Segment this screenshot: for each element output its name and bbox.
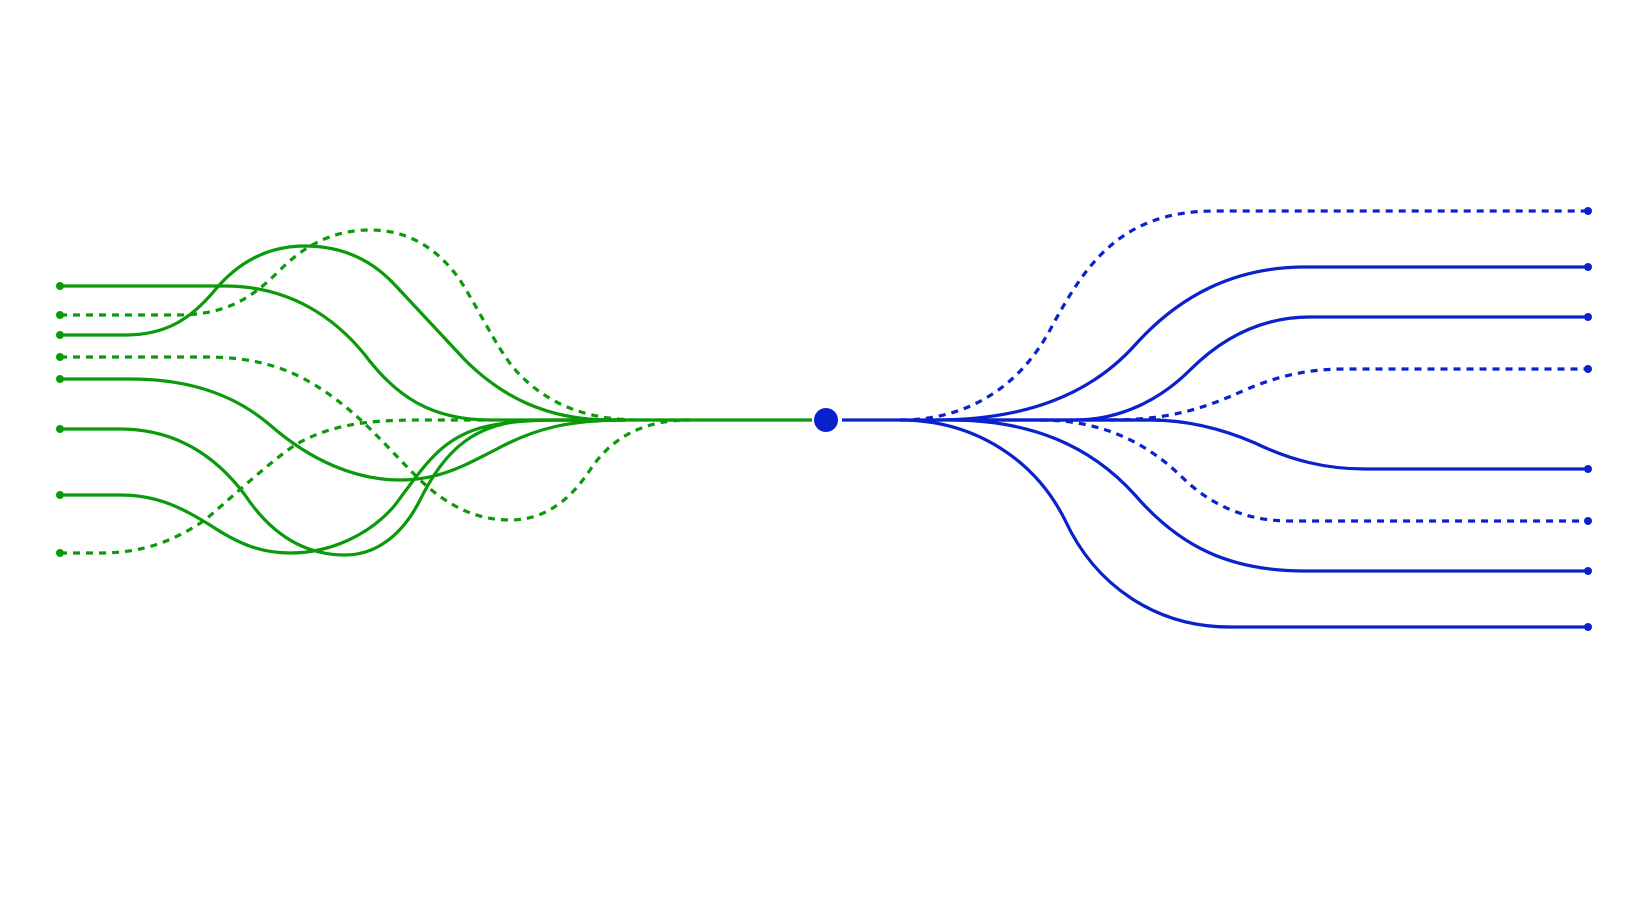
- nodes: [814, 408, 838, 432]
- outgoing-edge-1: [899, 209, 1585, 422]
- outgoing-endpoint-5: [1584, 465, 1592, 473]
- incoming-edge-2: [60, 228, 690, 422]
- outgoing-endpoint-3: [1584, 313, 1592, 321]
- incoming-endpoint-6: [56, 425, 64, 433]
- incoming-edge-5: [60, 377, 626, 482]
- outgoing-edge-5: [980, 418, 1585, 471]
- incoming-edge-3: [60, 244, 625, 422]
- outgoing-endpoint-7: [1584, 567, 1592, 575]
- incoming-edges: [56, 228, 812, 557]
- incoming-endpoint-5: [56, 375, 64, 383]
- incoming-endpoint-2: [56, 311, 64, 319]
- incoming-endpoint-1: [56, 282, 64, 290]
- outgoing-endpoint-8: [1584, 623, 1592, 631]
- center-node[interactable]: [814, 408, 838, 432]
- incoming-endpoint-7: [56, 491, 64, 499]
- outgoing-edge-8: [899, 418, 1585, 629]
- incoming-endpoint-8: [56, 549, 64, 557]
- incoming-edge-1: [60, 284, 625, 422]
- outgoing-edge-2: [934, 265, 1585, 422]
- incoming-endpoint-4: [56, 353, 64, 361]
- incoming-edge-7: [60, 418, 625, 555]
- outgoing-edge-7: [949, 418, 1585, 573]
- outgoing-endpoint-1: [1584, 207, 1592, 215]
- outgoing-endpoint-4: [1584, 365, 1592, 373]
- incoming-edge-8: [60, 418, 490, 555]
- incoming-endpoint-3: [56, 331, 64, 339]
- outgoing-endpoint-2: [1584, 263, 1592, 271]
- outgoing-edge-6: [1039, 418, 1585, 523]
- outgoing-endpoint-6: [1584, 517, 1592, 525]
- outgoing-edge-3: [1074, 315, 1585, 422]
- incoming-edge-4: [60, 355, 691, 522]
- outgoing-edges: [842, 207, 1592, 631]
- incoming-edge-6: [60, 418, 625, 557]
